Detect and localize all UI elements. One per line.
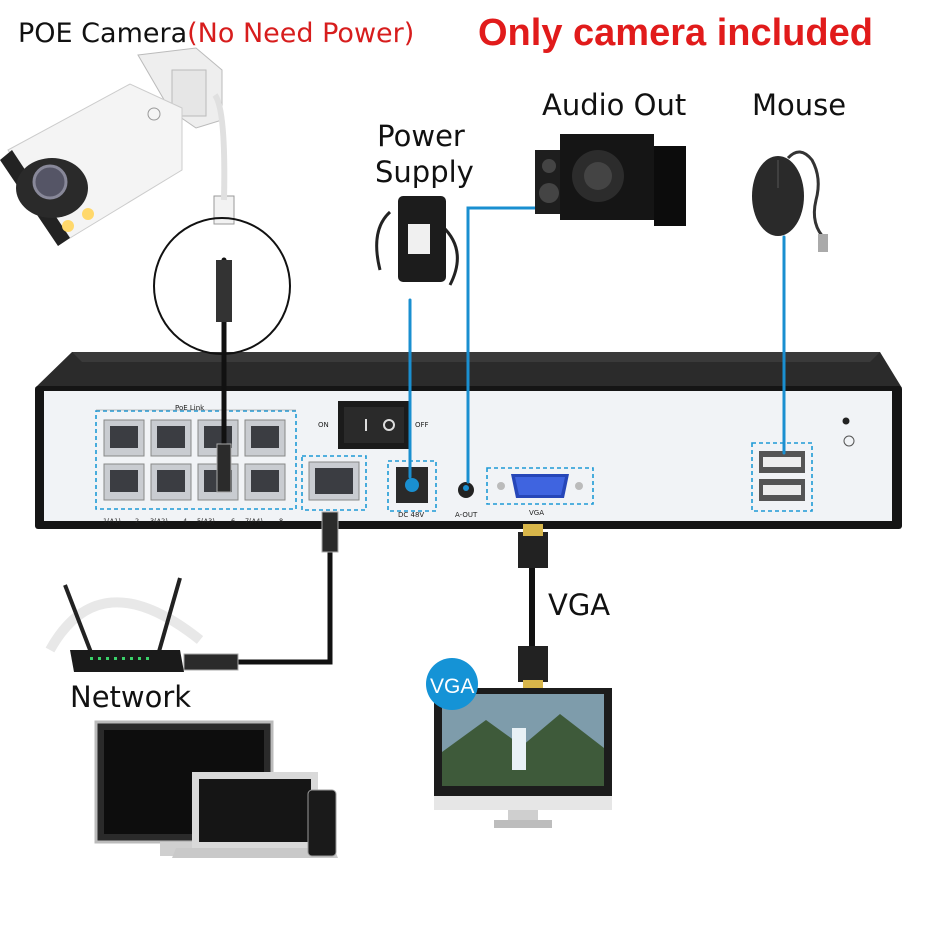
dc-label: DC 48V xyxy=(398,511,424,519)
audio-out-port: A-OUT xyxy=(455,482,478,519)
phone-icon xyxy=(307,789,337,857)
camera-title: POE Camera(No Need Power) xyxy=(18,18,414,49)
speaker-icon xyxy=(535,134,686,226)
vga-port-label: VGA xyxy=(529,509,544,517)
port-number: 2 xyxy=(135,517,139,525)
vga-port: VGA xyxy=(486,467,594,517)
power-adapter-icon xyxy=(375,196,459,286)
headline: Only camera included xyxy=(478,12,873,54)
camera-label: POE Camera xyxy=(18,18,188,49)
switch-on-label: ON xyxy=(318,421,329,429)
mouse-icon xyxy=(752,150,828,252)
mouse-label: Mouse xyxy=(752,88,847,122)
laptop-icon xyxy=(172,772,338,858)
camera-note: (No Need Power) xyxy=(187,18,415,49)
port-number: 6 xyxy=(231,517,235,525)
switch-off-label: OFF xyxy=(415,421,429,429)
usb-ports xyxy=(751,417,855,512)
camera-icon xyxy=(0,47,291,355)
power-switch: ON OFF xyxy=(318,401,429,449)
router-icon xyxy=(45,577,204,672)
cable-connectors xyxy=(183,195,548,688)
port-number: 1(A1) xyxy=(103,517,121,525)
network-label: Network xyxy=(70,680,192,714)
port-number: 8 xyxy=(279,517,283,525)
dc-power-port: DC 48V xyxy=(387,460,437,519)
port-number: 3(A2) xyxy=(150,517,168,525)
uplink-lan-port xyxy=(301,455,367,511)
port-number: 7(A4) xyxy=(245,517,263,525)
poe-link-label: PoE Link xyxy=(175,404,205,412)
port-number: 5(A3) xyxy=(197,517,215,525)
vga-label: VGA xyxy=(548,588,611,622)
audio-out-label: Audio Out xyxy=(542,88,687,122)
cables xyxy=(221,206,786,665)
vga-badge: VGA xyxy=(430,675,474,698)
port-number: 4 xyxy=(183,517,187,525)
a-out-label: A-OUT xyxy=(455,511,478,519)
power-supply-label: Power Supply xyxy=(375,119,474,189)
monitor-icon: VGA xyxy=(426,658,612,828)
